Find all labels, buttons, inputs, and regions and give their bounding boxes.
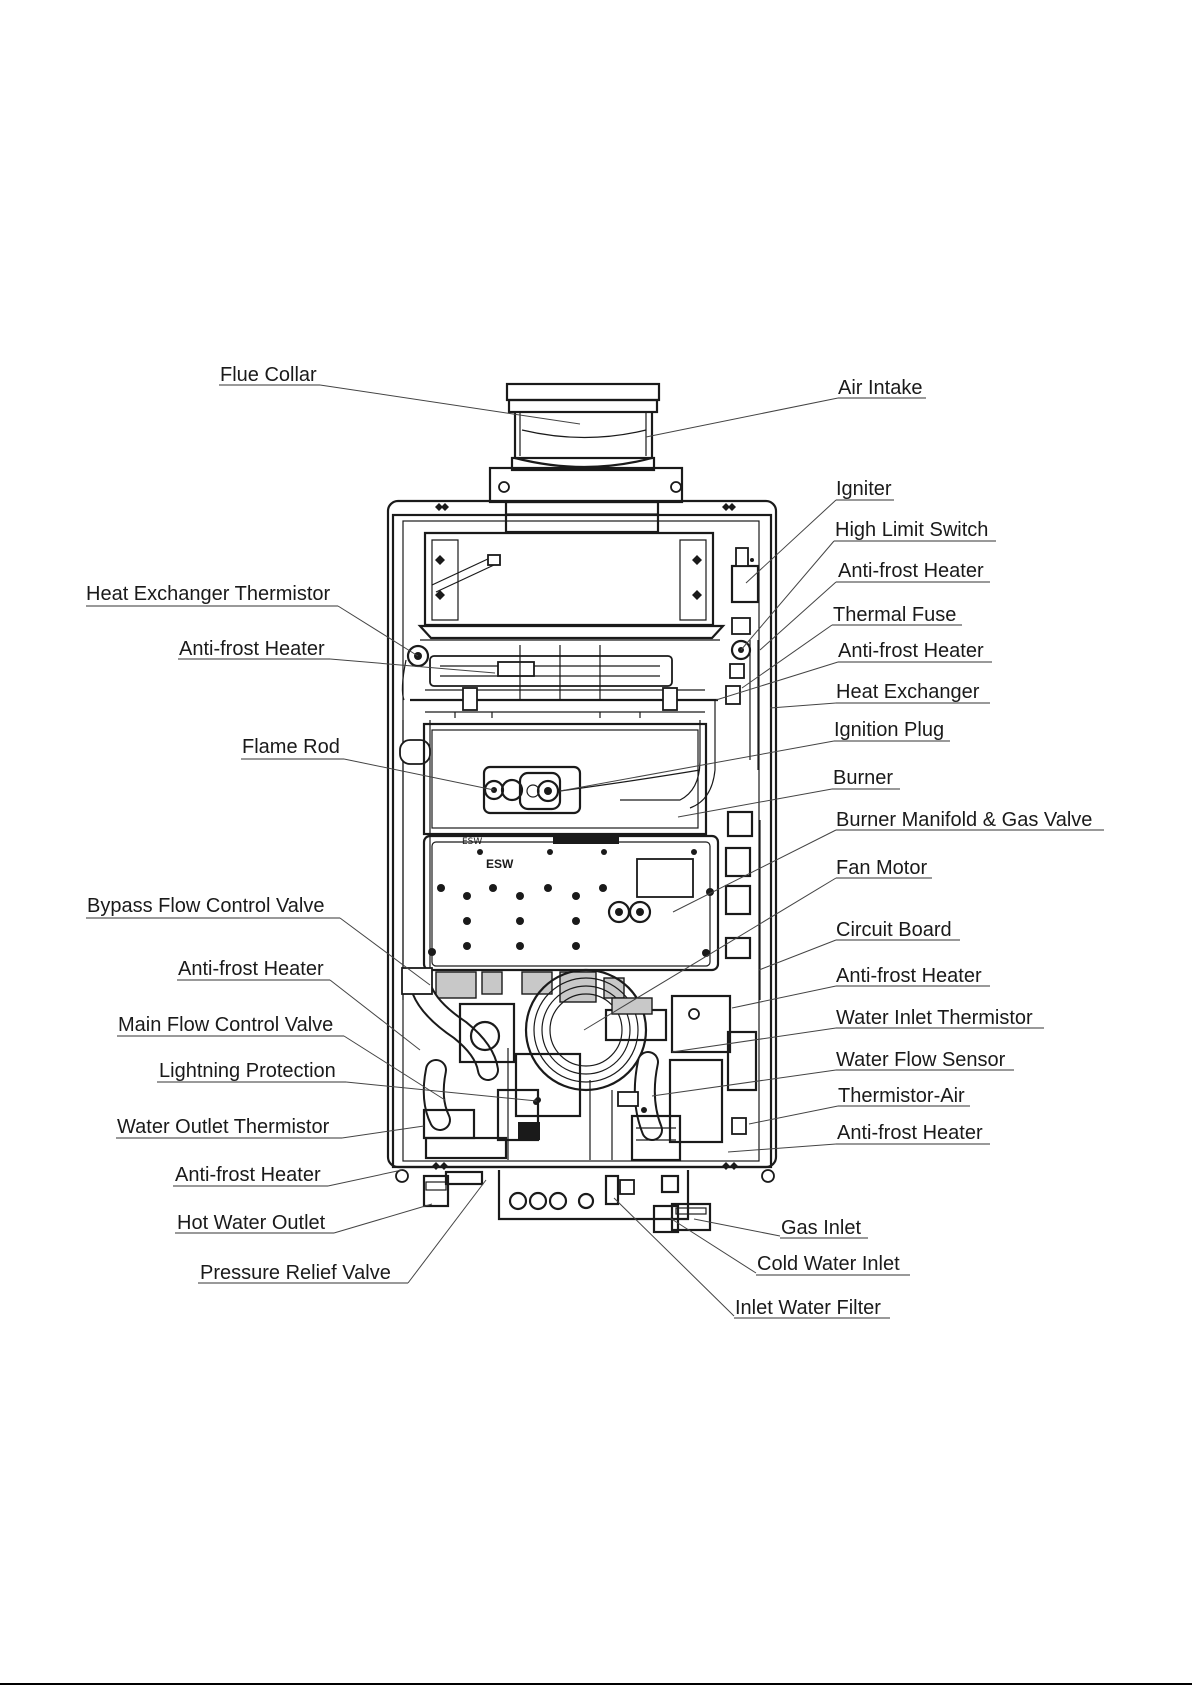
water-outlet-thermistor bbox=[422, 1108, 540, 1160]
circuit-board: ESW ESW bbox=[422, 834, 720, 972]
label-anti-frost-heater-7: Anti-frost Heater bbox=[837, 1122, 983, 1144]
label-anti-frost-heater-6: Anti-frost Heater bbox=[836, 965, 982, 987]
gas-inlet bbox=[670, 1202, 712, 1232]
board-label-esw-small: ESW bbox=[462, 837, 482, 847]
thermistor-air bbox=[726, 1030, 758, 1135]
label-water-flow-sensor: Water Flow Sensor bbox=[836, 1049, 1006, 1071]
label-anti-frost-heater-2: Anti-frost Heater bbox=[178, 958, 324, 980]
water-inlet-thermistor bbox=[670, 994, 732, 1054]
label-high-limit-switch: High Limit Switch bbox=[835, 519, 988, 541]
dip-switches bbox=[553, 834, 619, 844]
burner bbox=[422, 722, 708, 836]
label-cold-water-inlet: Cold Water Inlet bbox=[757, 1253, 900, 1275]
board-screws bbox=[428, 849, 714, 957]
label-pressure-relief-valve: Pressure Relief Valve bbox=[200, 1262, 391, 1284]
mounting-screw bbox=[432, 503, 738, 1170]
label-thermistor-air: Thermistor-Air bbox=[838, 1085, 965, 1107]
label-flame-rod: Flame Rod bbox=[242, 736, 340, 758]
lower-plumbing bbox=[507, 1048, 682, 1162]
board-connectors bbox=[435, 971, 625, 1003]
label-lightning-protection: Lightning Protection bbox=[159, 1060, 336, 1082]
pressure-relief-valve bbox=[444, 1170, 484, 1186]
label-fan-motor: Fan Motor bbox=[836, 857, 927, 879]
water-flow-sensor bbox=[617, 1051, 724, 1144]
board-label-esw: ESW bbox=[486, 857, 514, 871]
igniter bbox=[730, 547, 760, 604]
label-burner: Burner bbox=[833, 767, 893, 789]
heat-exchanger-thermistor bbox=[401, 644, 430, 701]
heat-exchanger bbox=[410, 531, 726, 718]
water-heater-illustration: ESW ESW bbox=[386, 382, 778, 1234]
label-main-flow-control-valve: Main Flow Control Valve bbox=[118, 1014, 333, 1036]
leader-lines bbox=[319, 384, 839, 1317]
label-circuit-board: Circuit Board bbox=[836, 919, 952, 941]
flue-collar-assembly bbox=[488, 382, 684, 534]
label-anti-frost-heater-4: Anti-frost Heater bbox=[838, 560, 984, 582]
label-flue-collar: Flue Collar bbox=[220, 364, 317, 386]
page-bottom-rule bbox=[0, 1683, 1192, 1685]
high-limit-switch bbox=[730, 617, 752, 661]
label-anti-frost-heater-1: Anti-frost Heater bbox=[179, 638, 325, 660]
fan-motor bbox=[524, 968, 668, 1092]
cold-water-inlet bbox=[652, 1174, 680, 1234]
label-anti-frost-heater-5: Anti-frost Heater bbox=[838, 640, 984, 662]
label-gas-inlet: Gas Inlet bbox=[781, 1217, 861, 1239]
label-water-inlet-thermistor: Water Inlet Thermistor bbox=[836, 1007, 1033, 1029]
label-igniter: Igniter bbox=[836, 478, 892, 500]
outer-casing bbox=[386, 499, 778, 1183]
label-heat-exchanger-thermistor: Heat Exchanger Thermistor bbox=[86, 583, 331, 605]
main-flow-control-valve bbox=[422, 1002, 516, 1131]
label-anti-frost-heater-3: Anti-frost Heater bbox=[175, 1164, 321, 1186]
inlet-water-filter bbox=[604, 1174, 635, 1206]
label-burner-manifold-gas-valve: Burner Manifold & Gas Valve bbox=[836, 809, 1092, 831]
right-side-components bbox=[724, 810, 761, 1000]
label-hot-water-outlet: Hot Water Outlet bbox=[177, 1212, 326, 1234]
hot-water-outlet bbox=[422, 1174, 450, 1208]
label-inlet-water-filter: Inlet Water Filter bbox=[735, 1297, 881, 1319]
label-air-intake: Air Intake bbox=[838, 377, 922, 399]
label-water-outlet-thermistor: Water Outlet Thermistor bbox=[117, 1116, 330, 1138]
label-bypass-flow-control-valve: Bypass Flow Control Valve bbox=[87, 895, 325, 917]
label-thermal-fuse: Thermal Fuse bbox=[833, 604, 956, 626]
exchanger-pipes bbox=[399, 700, 716, 1000]
callout-labels: Flue Collar Heat Exchanger Thermistor An… bbox=[86, 364, 1104, 1319]
label-ignition-plug: Ignition Plug bbox=[834, 719, 944, 741]
label-heat-exchanger: Heat Exchanger bbox=[836, 681, 980, 703]
bottom-plate bbox=[497, 1170, 690, 1221]
